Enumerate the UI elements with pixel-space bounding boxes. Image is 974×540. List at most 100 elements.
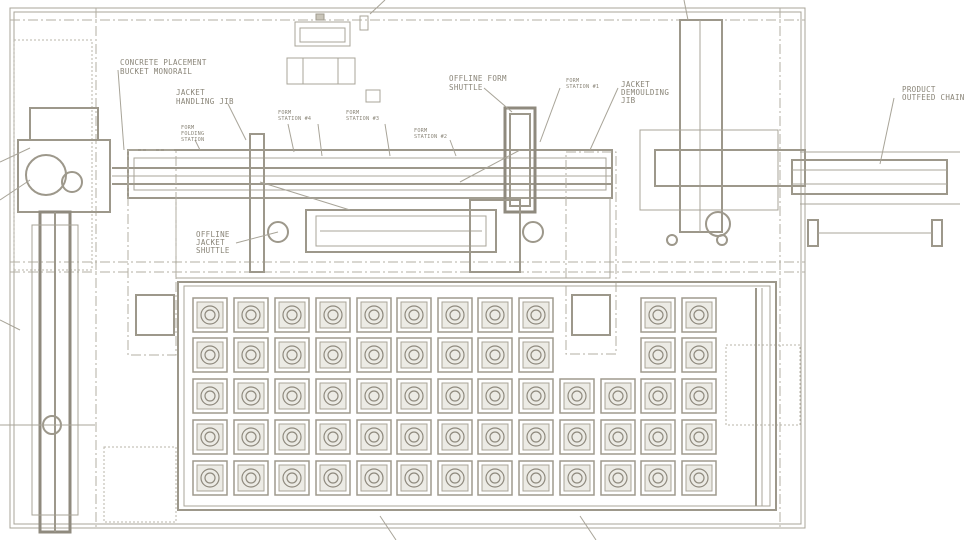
- form-cell: [233, 378, 269, 414]
- form-cell: [640, 337, 676, 373]
- label-form-station-4: FORM STATION #4: [278, 110, 311, 122]
- form-cell: [559, 378, 595, 414]
- form-cell: [315, 378, 351, 414]
- form-station-1-line1: FORM: [566, 78, 579, 84]
- main-rail: [112, 106, 617, 356]
- form-cell: [681, 297, 717, 333]
- form-cell: [477, 419, 513, 455]
- label-form-station-1: FORM STATION #1: [566, 78, 599, 90]
- form-cell: [477, 297, 513, 333]
- form-cell: [274, 419, 310, 455]
- form-cell: [233, 460, 269, 496]
- label-jacket-handling-jib: JACKET HANDLING JIB: [176, 88, 234, 106]
- form-cell: [274, 337, 310, 373]
- label-form-folding-station: FORM FOLDING STATION: [181, 125, 204, 143]
- form-cell: [396, 419, 432, 455]
- form-cell: [681, 460, 717, 496]
- label-form-station-2: FORM STATION #2: [414, 128, 447, 140]
- form-cell: [192, 419, 228, 455]
- form-folding-line2: FOLDING: [181, 131, 204, 137]
- offline-form-shuttle-line1: OFFLINE FORM: [449, 74, 507, 83]
- form-cell: [559, 419, 595, 455]
- label-offline-jacket-shuttle: OFFLINE JACKET SHUTTLE: [196, 230, 230, 255]
- label-concrete-monorail: CONCRETE PLACEMENT BUCKET MONORAIL: [120, 58, 207, 76]
- form-cell: [600, 419, 636, 455]
- form-cell: [274, 460, 310, 496]
- form-station-4-line2: STATION #4: [278, 116, 311, 122]
- form-cell: [559, 460, 595, 496]
- form-cell: [396, 378, 432, 414]
- form-cell: [518, 378, 554, 414]
- form-cell: [640, 378, 676, 414]
- monorail-column: [0, 107, 111, 534]
- form-cell: [315, 460, 351, 496]
- label-form-station-3: FORM STATION #3: [346, 110, 379, 122]
- label-jacket-demoulding-jib: JACKET DEMOULDING JIB: [621, 80, 669, 105]
- form-cell: [477, 337, 513, 373]
- form-cell: [681, 337, 717, 373]
- form-cell: [681, 419, 717, 455]
- jacket-demoulding-line3: JIB: [621, 96, 636, 105]
- form-cell: [356, 460, 392, 496]
- concrete-monorail-line1: CONCRETE PLACEMENT: [120, 58, 207, 67]
- leader-lines: [117, 0, 895, 540]
- offline-form-shuttle-line2: SHUTTLE: [449, 83, 483, 92]
- form-cell-grid: [192, 297, 717, 496]
- form-station-3-line1: FORM: [346, 110, 359, 116]
- form-cell: [356, 378, 392, 414]
- form-folding-line1: FORM: [181, 125, 194, 131]
- form-station-3-line2: STATION #3: [346, 116, 379, 122]
- form-cell: [274, 297, 310, 333]
- form-cell: [192, 460, 228, 496]
- form-cell: [192, 297, 228, 333]
- form-cell: [518, 297, 554, 333]
- form-cell: [233, 297, 269, 333]
- jacket-demoulding-line1: JACKET: [621, 80, 650, 89]
- form-cell: [233, 419, 269, 455]
- form-cell: [356, 337, 392, 373]
- form-cell: [600, 378, 636, 414]
- form-cell: [233, 337, 269, 373]
- form-cell: [192, 378, 228, 414]
- form-cell: [396, 297, 432, 333]
- jacket-handling-jib-line1: JACKET: [176, 88, 205, 97]
- form-cell: [396, 460, 432, 496]
- form-cell: [477, 460, 513, 496]
- form-cell: [518, 419, 554, 455]
- form-station-2-line2: STATION #2: [414, 134, 447, 140]
- building-outline: [9, 7, 806, 529]
- form-station-4-line1: FORM: [278, 110, 291, 116]
- form-cell: [640, 460, 676, 496]
- outfeed-chain: [639, 19, 960, 247]
- form-cell: [640, 297, 676, 333]
- form-station-1-line2: STATION #1: [566, 84, 599, 90]
- curing-bay: [177, 281, 777, 511]
- form-cell: [396, 337, 432, 373]
- form-cell: [437, 337, 473, 373]
- product-outfeed-line2: OUTFEED CHAIN: [902, 93, 965, 102]
- form-cell: [356, 419, 392, 455]
- form-cell: [315, 337, 351, 373]
- form-cell: [640, 419, 676, 455]
- form-cell: [681, 378, 717, 414]
- offline-jacket-line2: JACKET: [196, 238, 225, 247]
- jacket-demoulding-line2: DEMOULDING: [621, 88, 669, 97]
- form-cell: [274, 378, 310, 414]
- top-equipment: [286, 13, 381, 103]
- form-cell: [518, 460, 554, 496]
- form-station-2-line1: FORM: [414, 128, 427, 134]
- product-outfeed-line1: PRODUCT: [902, 85, 936, 94]
- form-cell: [315, 297, 351, 333]
- form-cell: [518, 337, 554, 373]
- form-cell: [356, 297, 392, 333]
- form-cell: [315, 419, 351, 455]
- label-product-outfeed-chain: PRODUCT OUTFEED CHAIN: [902, 85, 965, 102]
- form-folding-line3: STATION: [181, 137, 204, 143]
- form-cell: [192, 337, 228, 373]
- concrete-monorail-line2: BUCKET MONORAIL: [120, 67, 192, 76]
- form-cell: [437, 297, 473, 333]
- jacket-handling-jib-line2: HANDLING JIB: [176, 97, 234, 106]
- offline-jacket-line1: OFFLINE: [196, 230, 230, 239]
- offline-jacket-line3: SHUTTLE: [196, 246, 230, 255]
